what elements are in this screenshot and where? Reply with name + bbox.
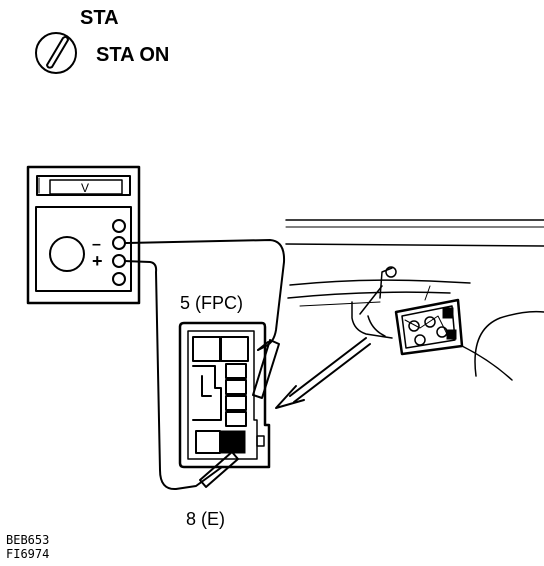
multimeter-minus-label: – [92,236,101,253]
multimeter-display-unit: V [81,181,89,195]
ignition-label-sta-on: STA ON [96,44,169,66]
ignition-key-icon [35,32,77,74]
figure-code-2: FI6974 [6,547,49,561]
multimeter-plus-label: + [92,251,103,271]
multimeter-jack-1 [112,219,126,233]
terminal-label-fpc: 5 (FPC) [180,293,243,313]
multimeter-jack-v [112,254,126,268]
vehicle-dashboard [285,219,544,381]
positive-test-lead [124,260,223,491]
multimeter: V – + [26,165,141,305]
multimeter-dial [49,236,85,272]
harness-connector [178,321,271,469]
fuel-pump-relay [359,266,464,356]
terminal-label-e: 8 (E) [186,509,225,529]
multimeter-jack-com [112,236,126,250]
ignition-label-sta: STA [80,7,119,29]
multimeter-jack-4 [112,272,126,286]
locator-arrow [275,337,371,409]
figure-code-1: BEB653 [6,533,49,547]
